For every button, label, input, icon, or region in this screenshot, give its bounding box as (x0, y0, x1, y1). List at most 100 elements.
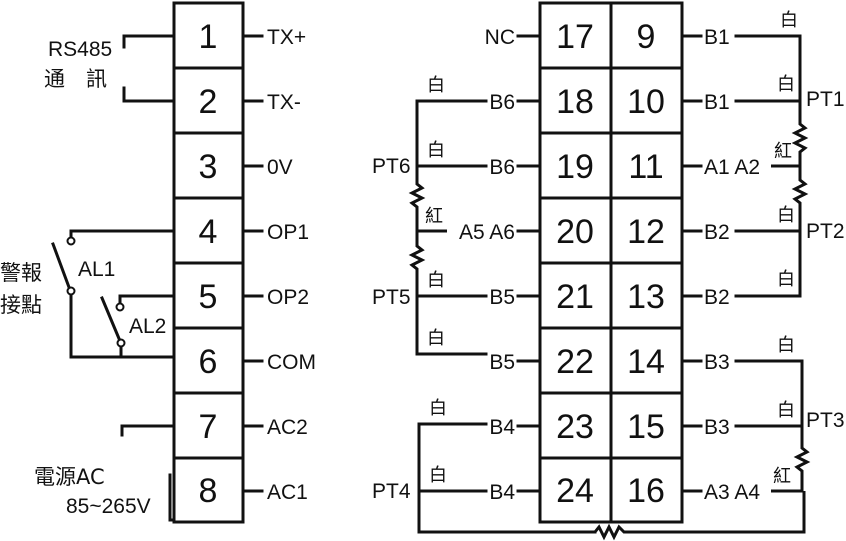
red-wire-label: 紅 (773, 466, 791, 487)
alarm-label: 警報 (0, 261, 42, 285)
signal-label: A1 A2 (704, 156, 760, 179)
terminal-number: 7 (199, 408, 218, 446)
terminal-24-box (538, 456, 613, 524)
signal-label: AC1 (267, 481, 308, 504)
signal-label: NC (485, 26, 515, 49)
white-wire-label: 白 (777, 205, 795, 226)
white-wire-label: 白 (777, 400, 795, 421)
terminal-number: 15 (627, 408, 665, 446)
al1-contact-point (66, 236, 76, 246)
terminal-number: 20 (556, 213, 594, 251)
pt1-resistor-wire (771, 101, 809, 168)
pt4-white-wire (417, 422, 597, 534)
white-wire-label: 白 (429, 465, 447, 486)
terminal-number: 19 (556, 148, 594, 186)
pt3-label: PT3 (806, 409, 845, 432)
pt2-white-wire (734, 229, 802, 298)
white-wire-label: 白 (427, 270, 445, 291)
ac1-wire (168, 473, 176, 522)
terminal-number: 22 (556, 343, 594, 381)
alarm-contacts: AL1 AL2 警報 接點 (0, 229, 176, 359)
terminal-number: 5 (199, 278, 218, 316)
terminal-9-box (609, 1, 684, 70)
pt5-label: PT5 (372, 286, 411, 309)
signal-label: B2 (704, 221, 730, 244)
communication-label: 通 訊 (44, 67, 107, 91)
signal-label: AC2 (267, 416, 308, 439)
signal-label: B6 (489, 91, 515, 114)
terminal-number: 23 (556, 408, 594, 446)
pt2-resistor-wire (791, 166, 809, 231)
signal-label: B6 (489, 156, 515, 179)
red-wire-label: 紅 (774, 141, 792, 162)
signal-label: A5 A6 (459, 221, 515, 244)
terminal-16-box (609, 456, 684, 524)
terminal-number: 12 (627, 213, 665, 251)
signal-label: TX+ (267, 26, 306, 49)
power-supply-wiring: 電源AC 85~265V (34, 424, 176, 522)
com-wire (69, 293, 176, 359)
white-wire-label: 白 (780, 10, 798, 31)
terminal-number: 11 (628, 148, 663, 186)
signal-label: COM (267, 351, 316, 374)
pt3-sensor-wiring: 白 白 紅 PT3 (734, 335, 845, 493)
signal-label: B5 (489, 351, 515, 374)
terminal-number: 24 (556, 472, 594, 510)
pt1-sensor-wiring: 白 白 紅 PT1 (734, 10, 845, 231)
al2-label: AL2 (129, 315, 166, 338)
terminal-number: 2 (199, 83, 218, 121)
signal-label: B5 (489, 286, 515, 309)
pt5-white-wire (415, 294, 488, 356)
pt6-white-wire (415, 99, 488, 168)
al2-switch-blade (100, 296, 122, 343)
left-terminal-block: 1 2 3 4 5 6 7 8 TX+ TX- 0V OP1 OP2 COM A… (172, 1, 316, 524)
terminal-number: 4 (199, 213, 218, 251)
terminal-17-box (538, 1, 613, 70)
terminal-number: 3 (199, 148, 218, 186)
rs485-tx-plus-wire (122, 34, 176, 49)
pt5-sensor-wiring: 白 白 PT5 (372, 270, 488, 356)
terminal-number: 1 (199, 18, 218, 56)
al1-label: AL1 (78, 258, 115, 281)
signal-label: OP1 (267, 221, 309, 244)
pt2-label: PT2 (806, 220, 845, 243)
terminal-number: 14 (627, 343, 665, 381)
signal-label: OP2 (267, 286, 309, 309)
rs485-label: RS485 (48, 38, 112, 61)
voltage-range-label: 85~265V (66, 495, 151, 518)
white-wire-label: 白 (429, 398, 447, 419)
right-terminal-block: 17 18 19 20 21 22 23 24 9 10 11 12 13 14… (459, 1, 760, 524)
white-wire-label: 白 (777, 74, 795, 95)
red-wire-label: 紅 (425, 206, 443, 227)
white-wire-label: 白 (427, 328, 445, 349)
pt6-label: PT6 (372, 155, 411, 178)
terminal-number: 10 (627, 83, 665, 121)
pt1-white-wire (734, 34, 802, 103)
terminal-number: 21 (556, 278, 594, 316)
ac2-wire (120, 424, 176, 437)
pt3-resistor-wire (771, 426, 811, 493)
pt4-resistor-wire (593, 491, 806, 541)
pt6-resistor-wire (408, 166, 447, 233)
terminal-8-box (172, 456, 245, 524)
white-wire-label: 白 (777, 269, 795, 290)
pt3-white-wire (734, 359, 804, 428)
op1-wire (69, 229, 176, 243)
pt4-label: PT4 (372, 480, 411, 503)
signal-label: B1 (704, 91, 730, 114)
pt6-sensor-wiring: 白 白 紅 PT6 (372, 75, 488, 296)
rs485-wiring: RS485 通 訊 (44, 34, 176, 103)
signal-label: A3 A4 (704, 481, 760, 504)
rs485-tx-minus-wire (122, 86, 176, 103)
pt2-sensor-wiring: 白 白 PT2 (734, 205, 845, 298)
signal-label: B3 (704, 351, 730, 374)
signal-label: B3 (704, 416, 730, 439)
al1-switch-blade (51, 242, 72, 292)
terminal-number: 18 (556, 83, 594, 121)
pt5-resistor-wire (408, 231, 426, 296)
terminal-number: 17 (556, 18, 594, 56)
al2-contact-point (115, 302, 125, 312)
signal-label: B4 (489, 481, 515, 504)
terminal-number: 13 (627, 278, 665, 316)
